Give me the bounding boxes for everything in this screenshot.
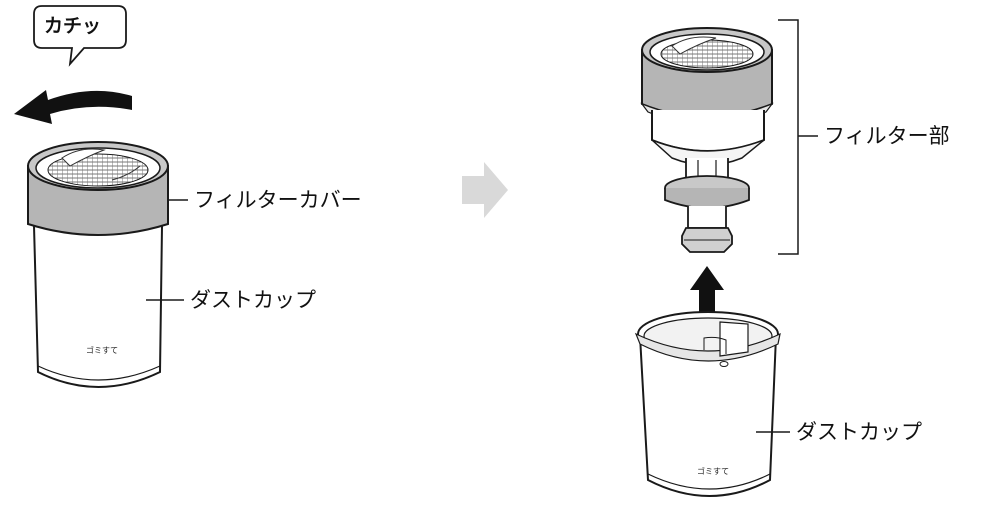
next-step-arrow-icon (462, 162, 508, 218)
lift-up-arrow-icon (690, 266, 724, 330)
right-filter-unit (640, 27, 774, 253)
filter-cover-label: フィルターカバー (194, 188, 362, 212)
filter-unit-label: フィルター部 (824, 124, 950, 148)
right-dust-cup (634, 311, 781, 497)
right-dust-cup-label: ダストカップ (796, 420, 922, 444)
left-dust-cup (32, 225, 164, 388)
filter-unit-bracket (778, 19, 799, 255)
left-dust-cup-label: ダストカップ (190, 288, 316, 312)
left-cup-mark: ゴミすて (86, 346, 119, 355)
rotate-arrow-icon (14, 90, 132, 124)
click-speech-bubble (33, 5, 127, 67)
left-filter-cover (27, 141, 169, 236)
click-sound-text: カチッ (44, 15, 102, 37)
right-cup-mark: ゴミすて (697, 467, 730, 476)
